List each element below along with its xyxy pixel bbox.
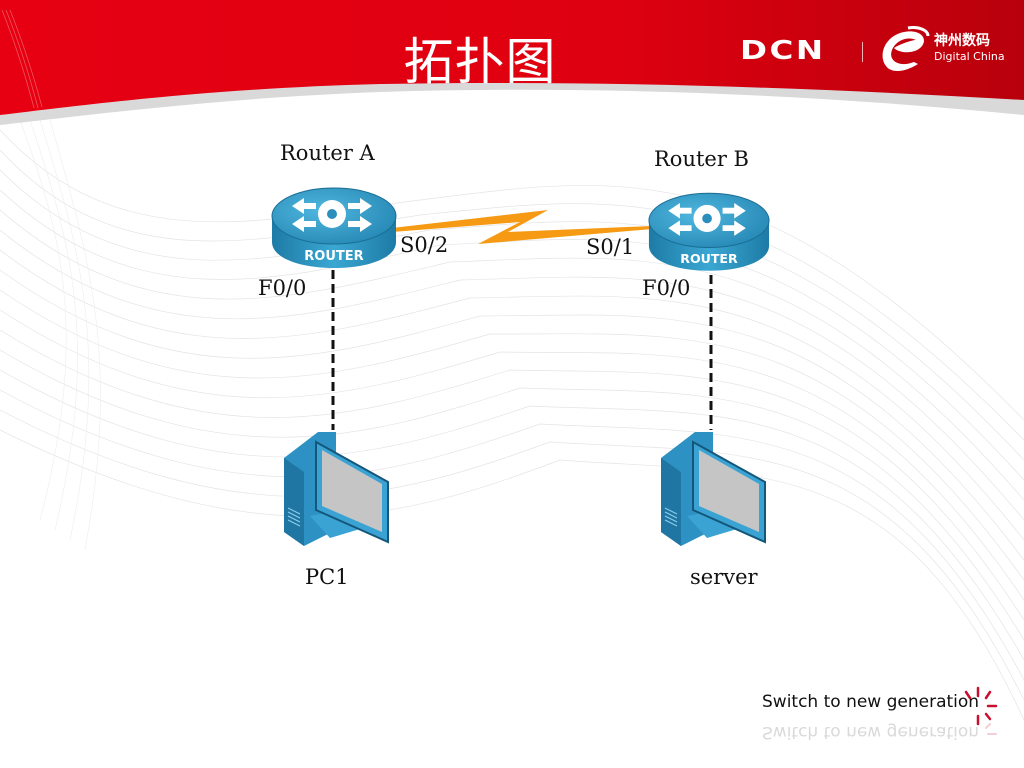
router-b-face-text: ROUTER — [680, 251, 738, 266]
digital-china-emblem-icon — [882, 26, 930, 71]
serial-link[interactable] — [392, 210, 652, 244]
server-icon[interactable] — [657, 428, 769, 546]
header-banner — [0, 0, 1024, 125]
brand-name-english: Digital China — [934, 50, 1005, 63]
pc1-label: PC1 — [305, 565, 349, 589]
logo-divider — [862, 42, 863, 62]
brand-name-chinese: 神州数码 — [934, 33, 990, 49]
brand-logo: DCN 神州数码 Digital China — [738, 26, 1018, 76]
router-a-face-text: ROUTER — [304, 249, 363, 264]
sparkle-icon — [964, 686, 998, 735]
port-label-router-b-f0-0: F0/0 — [642, 276, 691, 300]
router-a-icon[interactable]: ROUTER — [270, 186, 398, 270]
footer-slogan-reflection: Switch to new generation — [762, 722, 980, 742]
server-label: server — [690, 565, 758, 589]
router-b-icon[interactable]: ROUTER — [647, 190, 771, 274]
dcn-wordmark: DCN — [740, 36, 826, 66]
footer-slogan: Switch to new generation — [762, 692, 980, 712]
pc1-icon[interactable] — [280, 428, 392, 546]
port-label-s0-2: S0/2 — [400, 233, 449, 257]
port-label-s0-1: S0/1 — [586, 235, 635, 259]
router-a-label: Router A — [280, 141, 375, 165]
slide-title: 拓扑图 — [403, 33, 557, 91]
port-label-router-a-f0-0: F0/0 — [258, 276, 307, 300]
router-b-label: Router B — [654, 147, 749, 171]
